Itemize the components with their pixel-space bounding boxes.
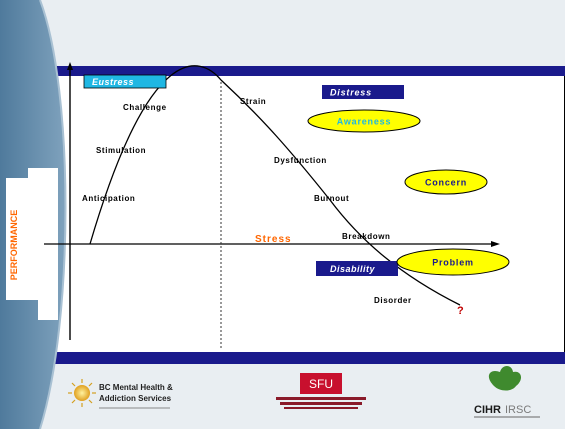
top-band — [0, 0, 565, 66]
y-axis-label: PERFORMANCE — [9, 210, 19, 281]
bottom-navy-bar — [0, 352, 565, 364]
burnout-label: Burnout — [314, 194, 349, 203]
bc-logo-line2: Addiction Services — [99, 394, 172, 403]
concern-oval — [404, 169, 488, 195]
concern-label: Concern — [425, 178, 467, 188]
disability-box — [316, 261, 398, 276]
sun-rays-icon — [68, 379, 96, 407]
sfu-label: SFU — [309, 377, 333, 391]
bottom-band — [0, 364, 565, 429]
awareness-label: Awareness — [337, 117, 392, 127]
disorder-label: Disorder — [374, 296, 412, 305]
problem-oval — [396, 248, 510, 276]
dysfunction-label: Dysfunction — [274, 156, 327, 165]
distress-label: Distress — [330, 88, 372, 98]
leaf-icon — [488, 366, 522, 391]
disability-label: Disability — [330, 264, 376, 274]
label-block — [6, 168, 58, 320]
y-axis-arrowhead — [67, 62, 73, 70]
awareness-oval — [307, 109, 421, 133]
cihr-irsc-logo: CIHR IRSC — [474, 366, 540, 418]
irsc-label: IRSC — [505, 404, 531, 416]
eustress-label: Eustress — [92, 77, 134, 87]
strain-label: Strain — [240, 97, 266, 106]
x-axis-arrowhead — [491, 241, 500, 247]
sfu-strip-3 — [284, 407, 358, 409]
bc-logo-line1: BC Mental Health & — [99, 383, 173, 392]
sfu-strip-2 — [280, 402, 362, 405]
eustress-box — [83, 74, 167, 89]
sfu-strip-1 — [276, 397, 366, 400]
x-axis-label: Stress — [255, 234, 292, 245]
anticipation-label: Anticipation — [82, 194, 135, 203]
cihr-label: CIHR — [474, 404, 501, 416]
top-navy-bar — [0, 66, 565, 76]
sun-icon — [74, 385, 90, 401]
question-mark: ? — [457, 305, 464, 317]
sfu-block — [300, 373, 342, 394]
sfu-logo: SFU — [276, 373, 366, 409]
challenge-label: Challenge — [123, 103, 167, 112]
problem-label: Problem — [432, 258, 474, 268]
bc-mental-health-logo: BC Mental Health & Addiction Services — [68, 379, 173, 409]
distress-box — [322, 85, 404, 99]
left-sidebar-edge — [39, 0, 67, 429]
stimulation-label: Stimulation — [96, 146, 146, 155]
breakdown-label: Breakdown — [342, 232, 391, 241]
